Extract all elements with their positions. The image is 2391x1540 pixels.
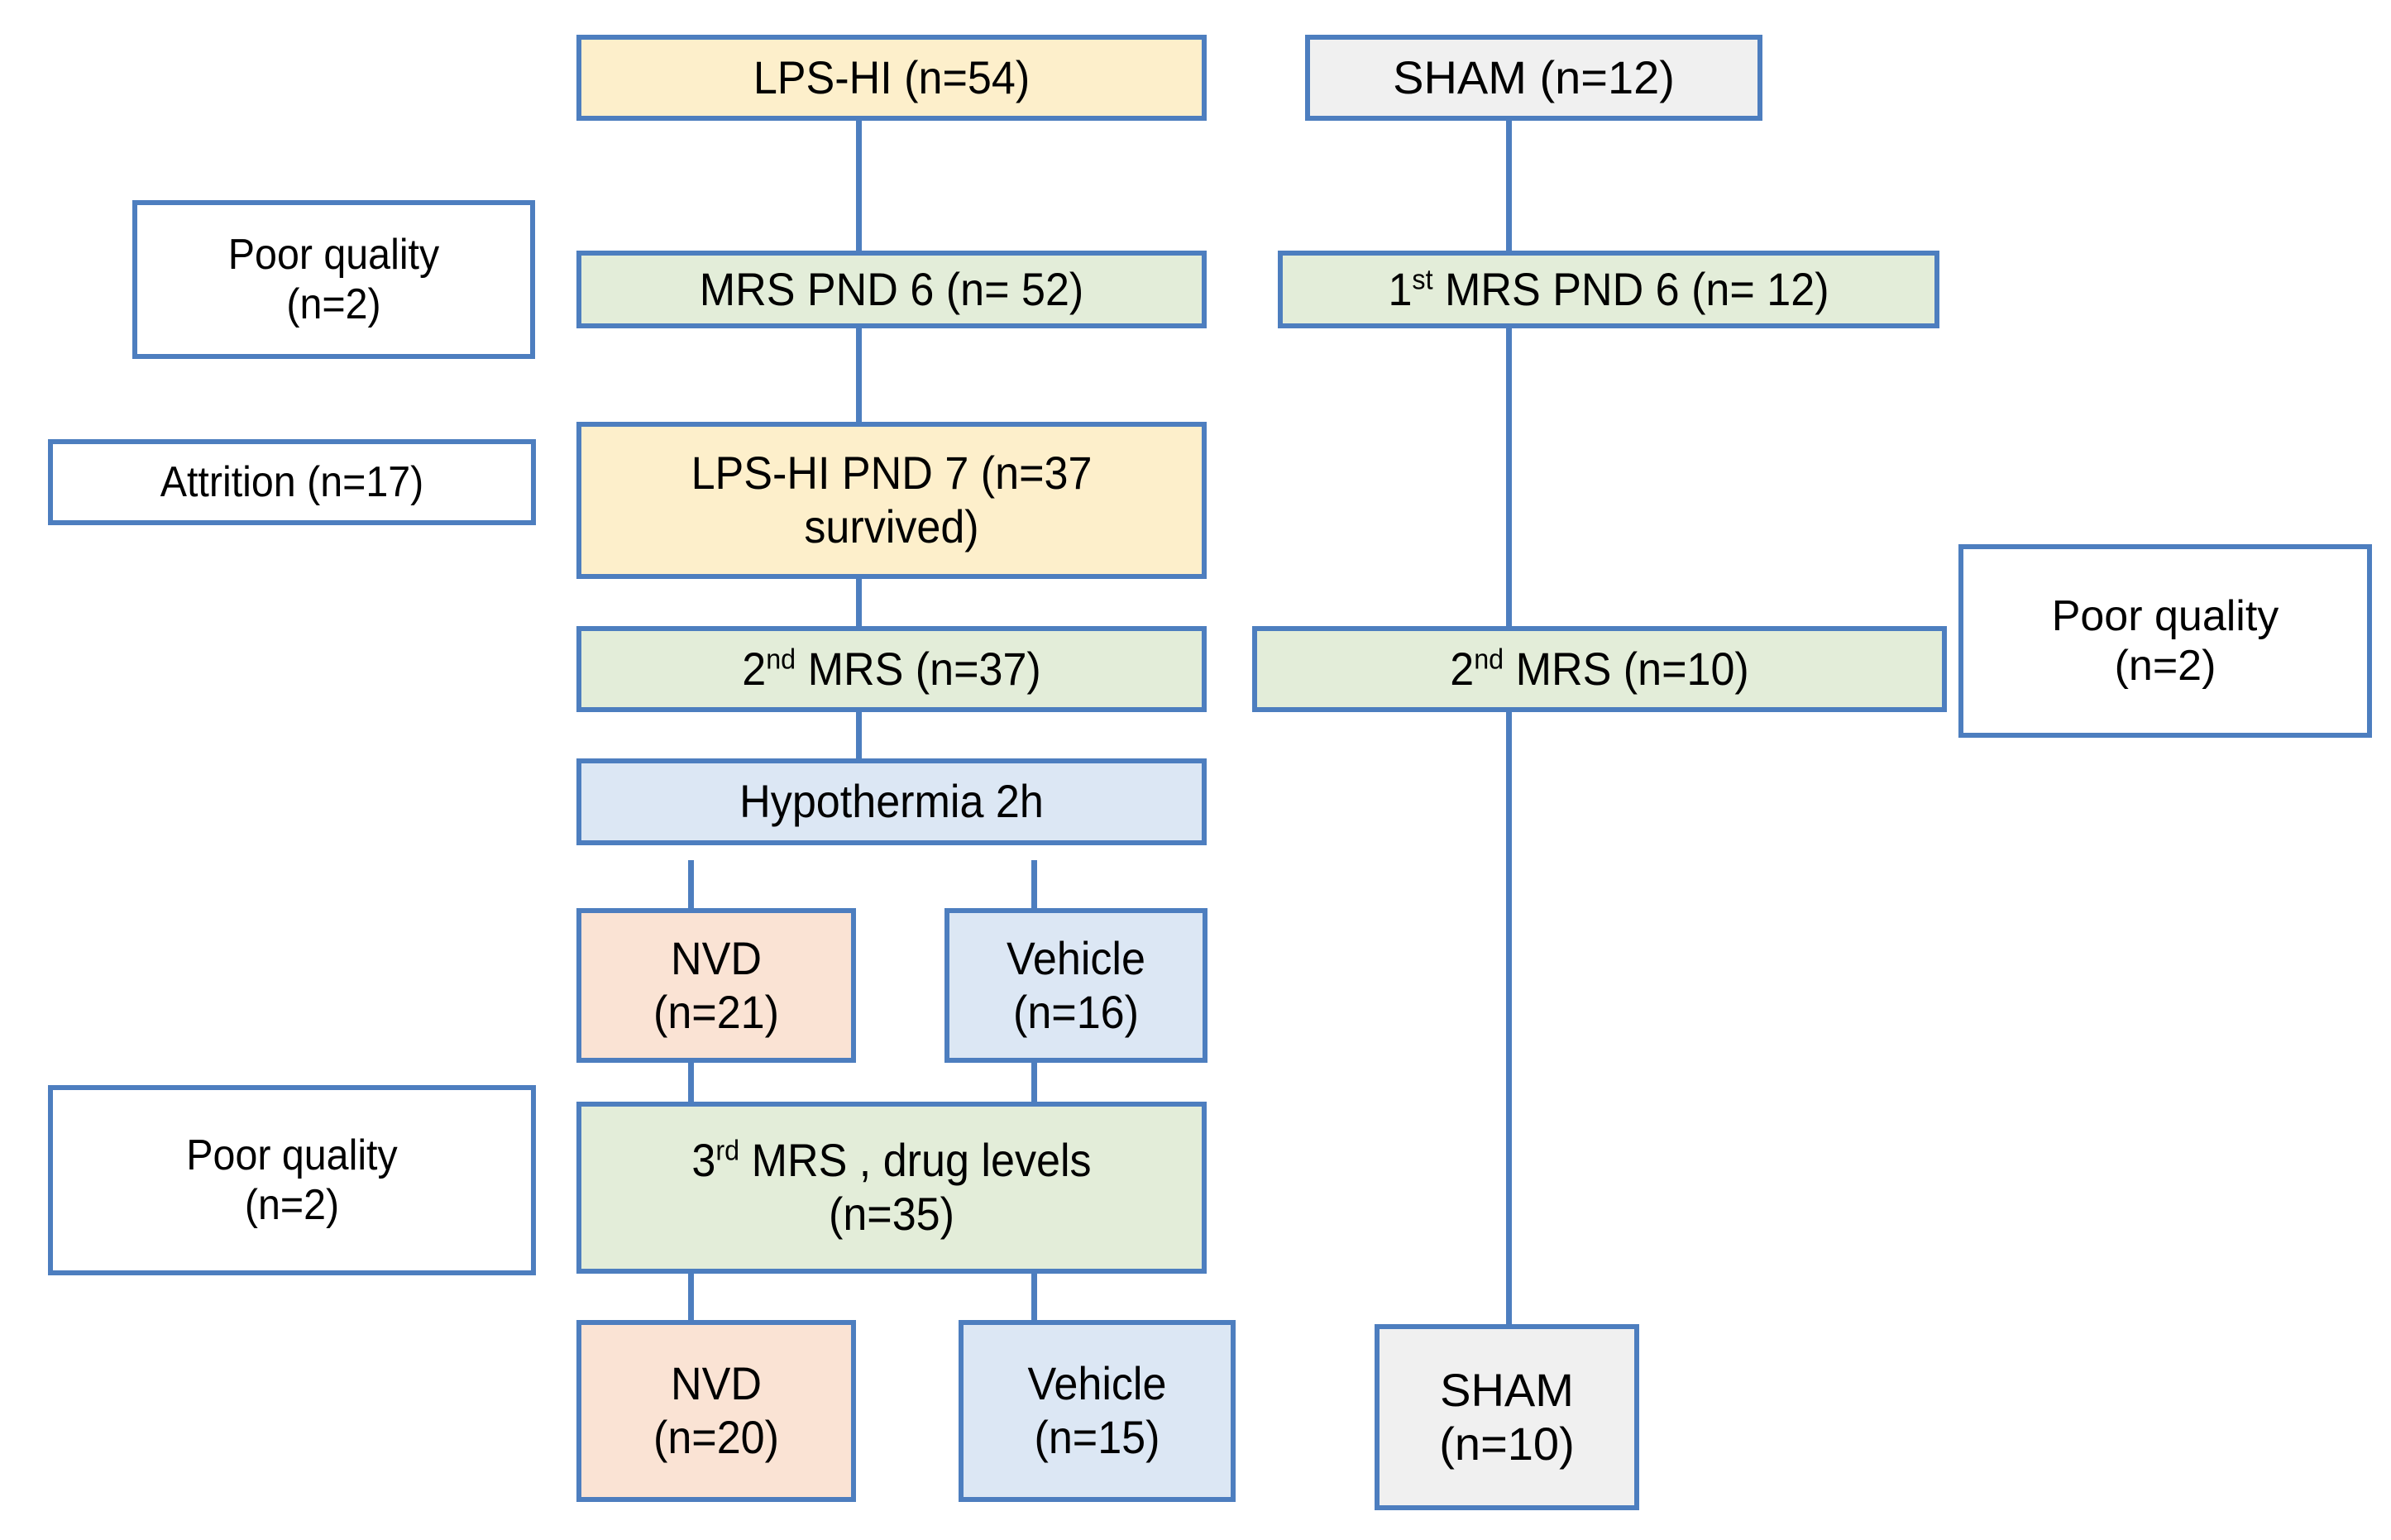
node-vehicle-15[interactable]: Vehicle (n=15): [959, 1320, 1236, 1502]
node-mrs2-right[interactable]: 2nd MRS (n=10): [1252, 626, 1947, 712]
connector-lpshi-to-mrs1: [856, 86, 862, 256]
connector-pnd7-to-mrs2: [856, 579, 862, 645]
node-lps-hi-root-label: LPS-HI (n=54): [753, 50, 1031, 103]
node-mrs-pnd6-right-label: 1st MRS PND 6 (n= 12): [1313, 263, 1904, 317]
node-sham-10[interactable]: SHAM (n=10): [1375, 1324, 1639, 1510]
node-mrs3-line1: 3rd MRS , drug levels: [611, 1134, 1173, 1188]
node-poor-quality-top-line2: (n=2): [286, 280, 381, 328]
node-hypothermia-label: Hypothermia 2h: [739, 775, 1044, 828]
node-mrs2-right-prefix: 2: [1450, 642, 1475, 695]
node-vehicle-15-line1: Vehicle: [1027, 1357, 1167, 1410]
node-poor-quality-bottom-line1: Poor quality: [186, 1131, 398, 1179]
node-mrs3[interactable]: 3rd MRS , drug levels (n=35): [576, 1102, 1207, 1274]
node-mrs2-right-label: 2nd MRS (n=10): [1289, 643, 1910, 696]
connector-mrs2right-to-sham10: [1506, 711, 1512, 1327]
node-mrs-pnd6-right-rest: MRS PND 6 (n= 12): [1432, 262, 1829, 315]
node-sham-root[interactable]: SHAM (n=12): [1305, 35, 1762, 121]
node-mrs-pnd6-right[interactable]: 1st MRS PND 6 (n= 12): [1278, 251, 1939, 328]
connector-mrs3-to-vehicle15: [1031, 1274, 1037, 1322]
node-poor-quality-bottom[interactable]: Poor quality (n=2): [48, 1085, 536, 1275]
node-nvd-21-line1: NVD: [671, 931, 762, 984]
ordinal-suffix-nd-right: nd: [1474, 643, 1504, 675]
connector-mrs2-to-hypothermia: [856, 711, 862, 761]
node-vehicle-16[interactable]: Vehicle (n=16): [944, 908, 1207, 1063]
node-mrs2-left-rest: MRS (n=37): [796, 642, 1041, 695]
node-poor-quality-right[interactable]: Poor quality (n=2): [1958, 544, 2372, 738]
node-mrs2-left[interactable]: 2nd MRS (n=37): [576, 626, 1207, 712]
node-nvd-20[interactable]: NVD (n=20): [576, 1320, 856, 1502]
node-mrs-pnd6-left[interactable]: MRS PND 6 (n= 52): [576, 251, 1207, 328]
connector-sham-to-mrs1-right: [1506, 86, 1512, 256]
node-attrition[interactable]: Attrition (n=17): [48, 439, 536, 525]
connector-hypothermia-to-nvd21: [688, 860, 694, 910]
node-sham-10-line2: (n=10): [1439, 1417, 1575, 1470]
node-mrs-pnd6-left-label: MRS PND 6 (n= 52): [699, 262, 1084, 315]
node-nvd-21-line2: (n=21): [653, 985, 779, 1038]
node-lps-hi-pnd7[interactable]: LPS-HI PND 7 (n=37 survived): [576, 422, 1207, 579]
node-mrs2-left-label: 2nd MRS (n=37): [611, 643, 1173, 696]
node-mrs-pnd6-right-prefix: 1: [1388, 262, 1413, 315]
node-poor-quality-bottom-line2: (n=2): [244, 1181, 340, 1229]
connector-vehicle16-to-mrs3: [1031, 1060, 1037, 1103]
node-poor-quality-top[interactable]: Poor quality (n=2): [132, 200, 535, 359]
node-hypothermia[interactable]: Hypothermia 2h: [576, 758, 1207, 845]
ordinal-suffix-nd: nd: [766, 643, 796, 675]
node-poor-quality-right-line1: Poor quality: [2051, 591, 2279, 640]
connector-mrs1right-to-mrs2right: [1506, 192, 1512, 647]
node-vehicle-16-line2: (n=16): [1013, 985, 1139, 1038]
connector-mrs3-to-nvd20: [688, 1274, 694, 1322]
node-sham-root-label: SHAM (n=12): [1393, 50, 1675, 103]
node-mrs2-left-prefix: 2: [742, 642, 767, 695]
node-vehicle-15-line2: (n=15): [1034, 1411, 1160, 1463]
connector-hypothermia-to-vehicle16: [1031, 860, 1037, 910]
node-sham-10-line1: SHAM: [1440, 1363, 1574, 1416]
node-nvd-20-line2: (n=20): [653, 1411, 779, 1463]
node-vehicle-16-line1: Vehicle: [1007, 931, 1145, 984]
node-mrs3-prefix: 3: [691, 1134, 716, 1187]
node-poor-quality-top-line1: Poor quality: [227, 230, 440, 279]
node-lps-hi-pnd7-line2: survived): [804, 500, 979, 552]
ordinal-suffix-st: st: [1412, 263, 1433, 295]
connector-nvd21-to-mrs3: [688, 1060, 694, 1103]
node-poor-quality-right-line2: (n=2): [2114, 642, 2216, 690]
ordinal-suffix-rd: rd: [715, 1135, 740, 1167]
node-lps-hi-pnd7-line1: LPS-HI PND 7 (n=37: [691, 447, 1093, 500]
node-nvd-21[interactable]: NVD (n=21): [576, 908, 856, 1063]
node-mrs3-rest: MRS , drug levels: [739, 1134, 1092, 1187]
node-mrs2-right-rest: MRS (n=10): [1504, 642, 1749, 695]
node-lps-hi-root[interactable]: LPS-HI (n=54): [576, 35, 1207, 121]
node-attrition-label: Attrition (n=17): [160, 457, 424, 506]
node-mrs3-line2: (n=35): [829, 1188, 954, 1240]
node-nvd-20-line1: NVD: [671, 1357, 762, 1410]
